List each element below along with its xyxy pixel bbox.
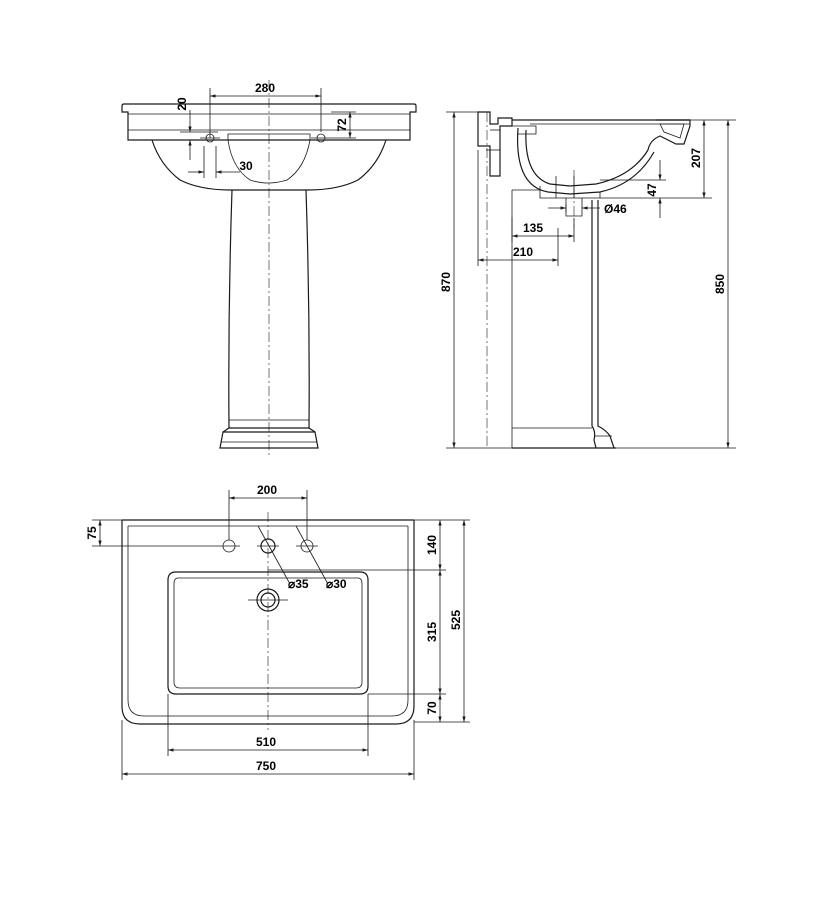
front-view: 280 20 72 30 [121,80,417,458]
dim-72-label: 72 [335,118,349,132]
dim-280-label: 280 [255,81,275,95]
dim-210-label: 210 [513,245,533,259]
dim-200-label: 200 [257,483,277,497]
pedestal-base [219,431,319,449]
top-view: 200 75 ⌀35 ⌀30 140 315 70 525 510 750 [85,483,470,780]
dim-20-label: 20 [175,97,189,111]
dim-870-label: 870 [439,272,453,292]
dim-750-label: 750 [256,759,276,773]
dim-315-label: 315 [425,622,439,642]
dim-207-label: 207 [689,148,703,168]
basin-rim [121,103,417,141]
basin-inner-wall [525,129,649,187]
dim-70-label: 70 [425,701,439,715]
bowl-top [167,571,369,695]
dim-135-label: 135 [523,221,543,235]
dim-47-label: 47 [645,183,659,197]
hole-30-label: ⌀30 [326,577,347,591]
dim-510-label: 510 [256,735,276,749]
dim-850-label: 850 [713,274,727,294]
side-view: 870 850 207 47 Ø46 135 210 [439,111,736,449]
pedestal-front [591,200,597,449]
dim-75-label: 75 [85,526,99,540]
dim-140-label: 140 [425,535,439,555]
dim-dia46-label: Ø46 [604,202,627,216]
hole-35-label: ⌀35 [288,577,309,591]
dim-30-label: 30 [239,159,253,173]
dim-525-label: 525 [449,610,463,630]
basin-front-rim [647,119,691,151]
basin-back [477,111,513,177]
